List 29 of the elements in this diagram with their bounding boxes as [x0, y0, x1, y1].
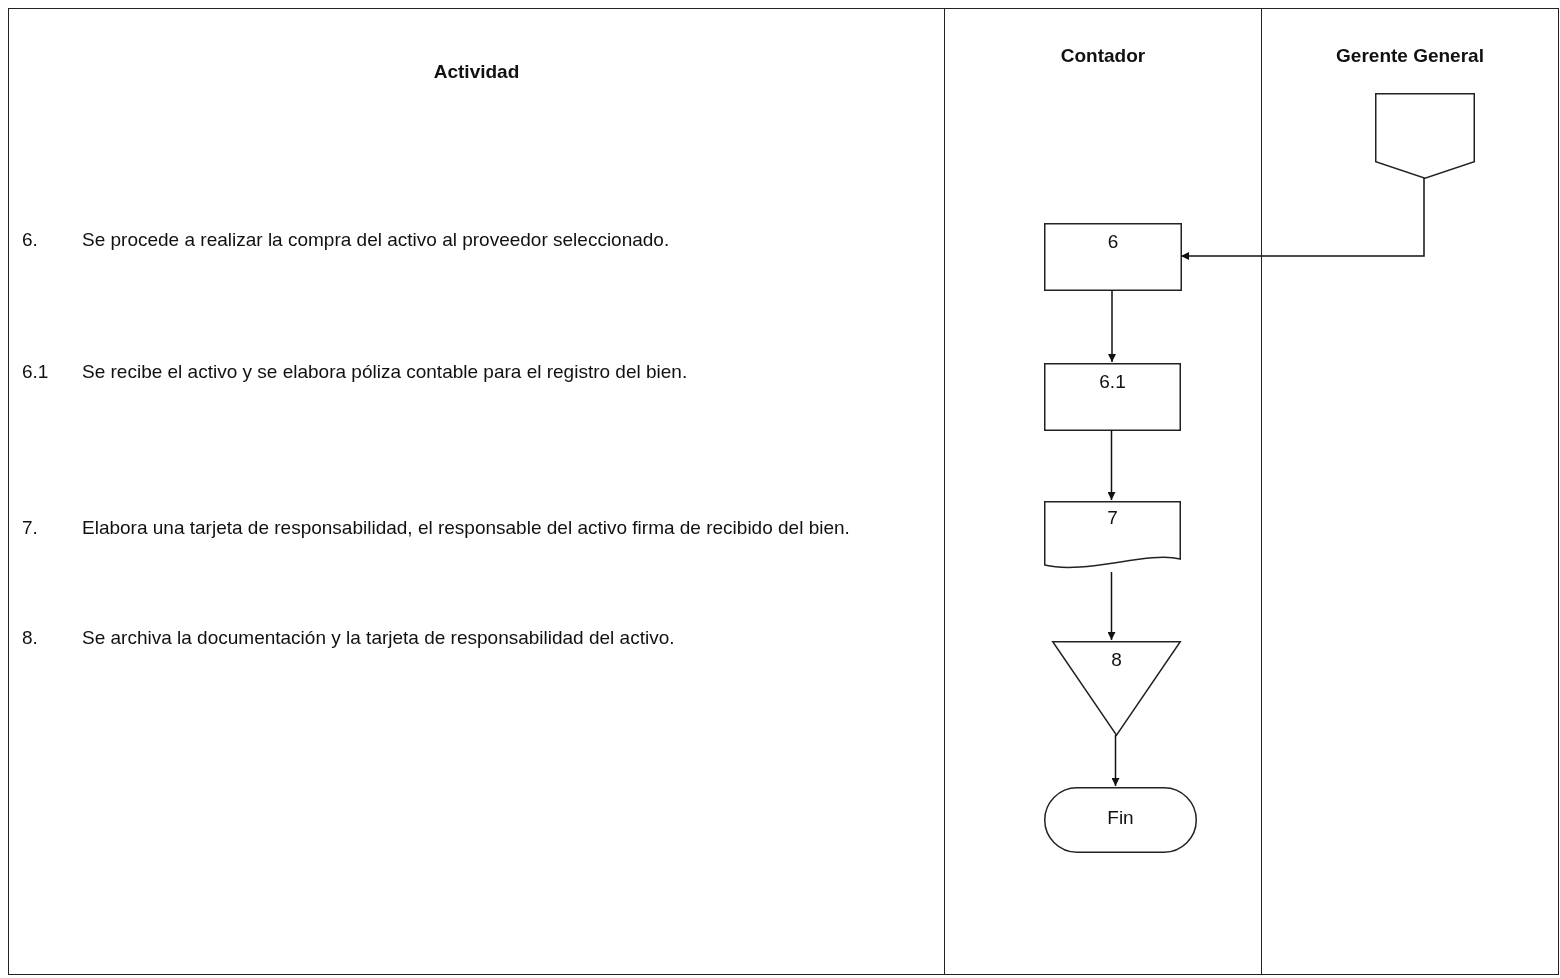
- step-number: 6.1: [1098, 371, 1127, 393]
- terminator-shape: [1044, 787, 1197, 853]
- step-number: 6: [1106, 231, 1120, 253]
- step-number: 6.1: [22, 360, 49, 384]
- arrow: [1108, 289, 1116, 363]
- column-header: Actividad: [432, 61, 521, 83]
- off-page-connector: [1375, 93, 1475, 179]
- column-header: Contador: [1059, 45, 1147, 67]
- arrow: [1180, 177, 1425, 260]
- arrow: [1107, 429, 1116, 501]
- activity-description: Se recibe el activo y se elabora póliza contable para el registro del bien.: [82, 360, 688, 384]
- activity-description: Se procede a realizar la compra del activo al proveedor seleccionado.: [82, 228, 670, 252]
- step-number: 6.: [22, 228, 38, 252]
- step-number: 7.: [22, 516, 38, 540]
- process-box: [1044, 223, 1182, 291]
- swimlane: [944, 8, 1262, 975]
- swimlane: [8, 8, 945, 975]
- activity-description: Se archiva la documentación y la tarjeta de responsabilidad del activo.: [82, 626, 675, 650]
- archive-triangle: [1052, 641, 1181, 736]
- step-number: 7: [1106, 507, 1119, 529]
- process-box: [1044, 363, 1181, 431]
- step-number: Fin: [1106, 807, 1135, 829]
- step-number: 8.: [22, 626, 38, 650]
- column-header: Gerente General: [1335, 45, 1485, 67]
- arrow: [1111, 734, 1120, 787]
- step-number: 8: [1110, 649, 1123, 671]
- arrow: [1107, 571, 1116, 641]
- swimlane: [1261, 8, 1559, 975]
- activity-description: Elabora una tarjeta de responsabilidad, el responsable del activo firma de recibido del bien.: [82, 516, 851, 540]
